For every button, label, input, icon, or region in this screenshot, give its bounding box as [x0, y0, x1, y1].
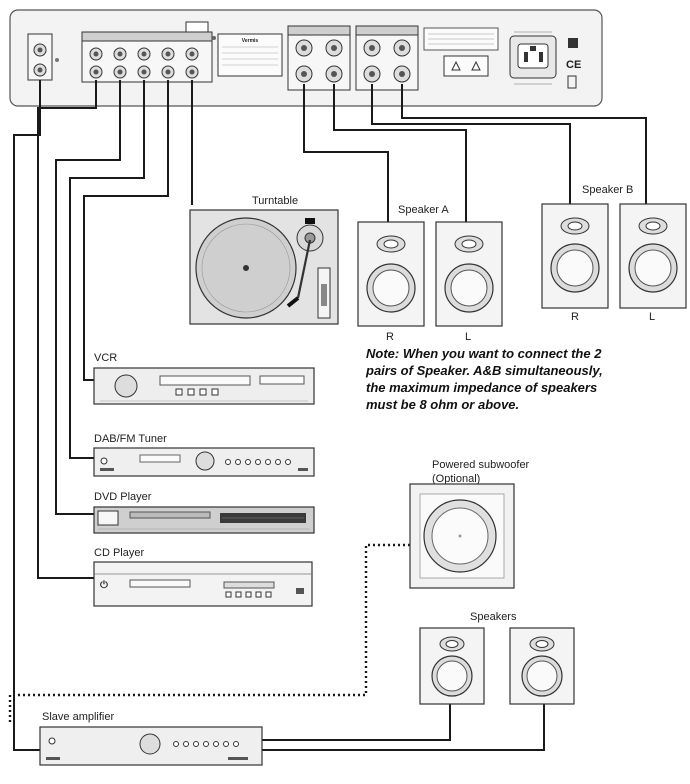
cable-slave-amplifier [13, 80, 50, 751]
dvd-player-label: DVD Player [94, 491, 152, 503]
note-line-4: must be 8 ohm or above. [366, 397, 519, 412]
cable-speaker-a-left [333, 84, 467, 222]
speaker-a: Speaker A R L [357, 204, 503, 343]
dvd-player: DVD Player [93, 491, 315, 534]
cd-power-glyph: ⏻ [100, 579, 108, 591]
cable-cd-player [37, 80, 98, 579]
vcr: VCR [93, 352, 315, 405]
slave-speaker-right [419, 627, 485, 705]
subwoofer-dotted-link [8, 543, 410, 725]
cable-vcr [83, 80, 169, 381]
dab-fm-tuner: DAB/FM Tuner [93, 433, 315, 477]
cable-speakers-left [262, 704, 545, 751]
dab-tuner-label: DAB/FM Tuner [94, 433, 167, 445]
speaker-b-right-channel: R [571, 311, 579, 323]
pre-out-jacks [27, 33, 59, 81]
input-jacks [81, 21, 216, 83]
ac-power-inlet [509, 31, 557, 85]
cd-player: CD Player ⏻ [93, 547, 313, 607]
panel-warning-blocks [423, 27, 499, 77]
turntable: Turntable [189, 195, 339, 325]
cable-speaker-b-right [371, 84, 571, 204]
panel-brand: Vermis [242, 38, 259, 44]
speaker-b: Speaker B R L [541, 184, 687, 323]
powered-subwoofer: Powered subwoofer (Optional) [409, 459, 530, 589]
speaker-a-right-channel: R [386, 331, 394, 343]
cable-dvd-player [55, 80, 121, 515]
turntable-label: Turntable [252, 195, 298, 207]
speaker-a-left-channel: L [465, 331, 471, 343]
cable-speaker-a-right [303, 84, 389, 222]
note-line-2: pairs of Speaker. A&B simultaneously, [365, 363, 603, 378]
speaker-b-left: L [619, 203, 687, 323]
certification-marks: CE [566, 38, 581, 89]
cd-player-label: CD Player [94, 547, 144, 559]
slave-speaker-left [509, 627, 575, 705]
speaker-a-left: L [435, 221, 503, 343]
impedance-note: Note: When you want to connect the 2 pai… [365, 346, 603, 412]
amplifier-rear-panel: Vermis [9, 9, 603, 107]
slave-amplifier: Slave amplifier [39, 711, 263, 766]
speaker-a-right: R [357, 221, 425, 343]
cable-speaker-b-left [401, 84, 647, 204]
speakers-label: Speakers [470, 611, 517, 623]
slave-speakers: Speakers [419, 611, 575, 705]
vcr-label: VCR [94, 352, 117, 364]
speaker-b-terminals [355, 25, 419, 91]
subwoofer-optional-label: (Optional) [432, 473, 480, 485]
slave-amplifier-label: Slave amplifier [42, 711, 114, 723]
cable-speakers-right [262, 704, 451, 741]
speaker-b-right: R [541, 203, 609, 323]
speaker-a-label: Speaker A [398, 204, 449, 216]
speaker-a-terminals [287, 25, 351, 91]
note-line-1: Note: When you want to connect the 2 [366, 346, 602, 361]
subwoofer-label: Powered subwoofer [432, 459, 530, 471]
speaker-b-left-channel: L [649, 311, 655, 323]
cable-dab-tuner [69, 80, 145, 459]
note-line-3: the maximum impedance of speakers [366, 380, 597, 395]
cables [13, 80, 647, 751]
ce-mark: CE [566, 59, 581, 71]
speaker-b-label: Speaker B [582, 184, 633, 196]
panel-label-plate: Vermis [217, 33, 283, 77]
